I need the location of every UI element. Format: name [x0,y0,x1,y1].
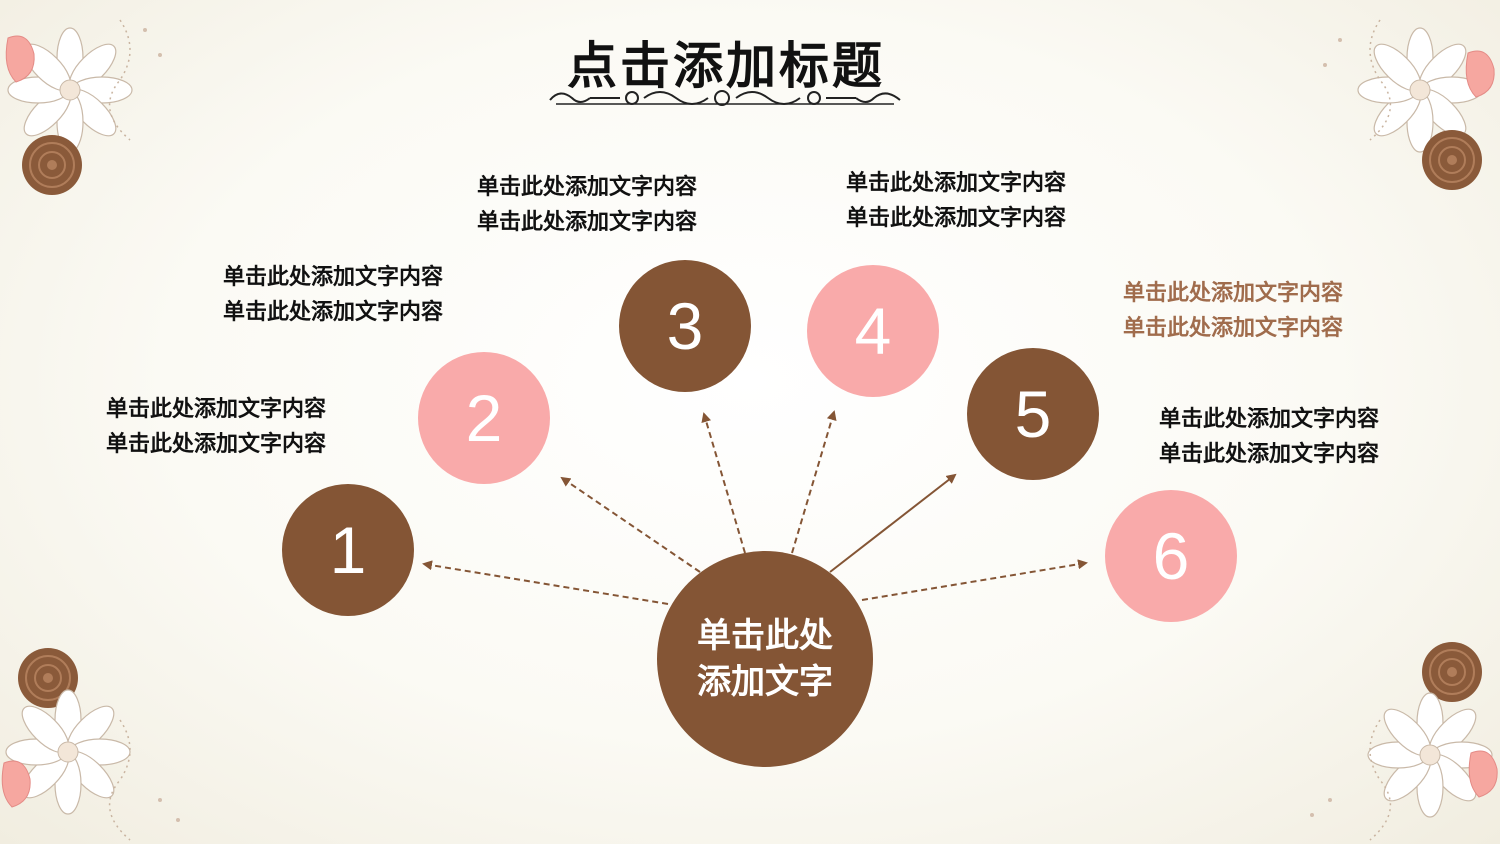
node-number: 5 [1014,377,1052,451]
node-circle-5[interactable]: 5 [967,348,1099,480]
text-line: 单击此处添加文字内容 [223,265,444,290]
text-block-3[interactable]: 单击此处添加文字内容 单击此处添加文字内容 [477,170,697,240]
center-text-line-1: 单击此处 [697,616,833,656]
text-block-4[interactable]: 单击此处添加文字内容 单击此处添加文字内容 [846,166,1066,236]
text-line: 单击此处添加文字内容 [1159,442,1380,467]
text-line: 单击此处添加文字内容 [106,432,327,457]
text-line: 单击此处添加文字内容 [106,397,327,422]
text-line: 单击此处添加文字内容 [1123,281,1344,306]
connector-arrow-5 [829,473,957,573]
node-number: 4 [854,294,892,368]
text-line: 单击此处添加文字内容 [846,206,1067,231]
node-circle-2[interactable]: 2 [418,352,550,484]
node-number: 6 [1152,519,1190,593]
center-text-line-2: 添加文字 [697,662,833,702]
node-number: 3 [666,289,704,363]
text-line: 单击此处添加文字内容 [846,171,1067,196]
text-block-5[interactable]: 单击此处添加文字内容 单击此处添加文字内容 [1123,276,1343,346]
floral-corner-icon-top-right [1323,19,1495,191]
connector-arrow-4 [791,410,837,554]
connector-arrow-6 [861,559,1088,601]
text-line: 单击此处添加文字内容 [223,300,444,325]
connector-arrow-3 [701,412,746,554]
text-block-2[interactable]: 单击此处添加文字内容 单击此处添加文字内容 [223,260,443,330]
node-number: 1 [329,513,367,587]
floral-corner-icon-bottom-left [1,647,180,841]
node-circle-3[interactable]: 3 [619,260,751,392]
node-circle-1[interactable]: 1 [282,484,414,616]
text-line: 单击此处添加文字内容 [1123,316,1344,341]
node-number: 2 [465,381,503,455]
center-circle[interactable]: 单击此处 添加文字 [657,551,873,767]
text-block-1[interactable]: 单击此处添加文字内容 单击此处添加文字内容 [106,392,326,462]
text-line: 单击此处添加文字内容 [477,175,698,200]
connector-arrow-2 [560,476,701,573]
floral-corner-icon-top-left [5,19,162,196]
page-title[interactable]: 点击添加标题 [567,37,885,95]
text-block-6[interactable]: 单击此处添加文字内容 单击此处添加文字内容 [1159,402,1379,472]
node-circle-4[interactable]: 4 [807,265,939,397]
text-line: 单击此处添加文字内容 [477,210,698,235]
node-circle-6[interactable]: 6 [1105,490,1237,622]
text-line: 单击此处添加文字内容 [1159,407,1380,432]
floral-corner-icon-bottom-right [1310,641,1498,841]
connector-arrow-1 [422,560,669,605]
